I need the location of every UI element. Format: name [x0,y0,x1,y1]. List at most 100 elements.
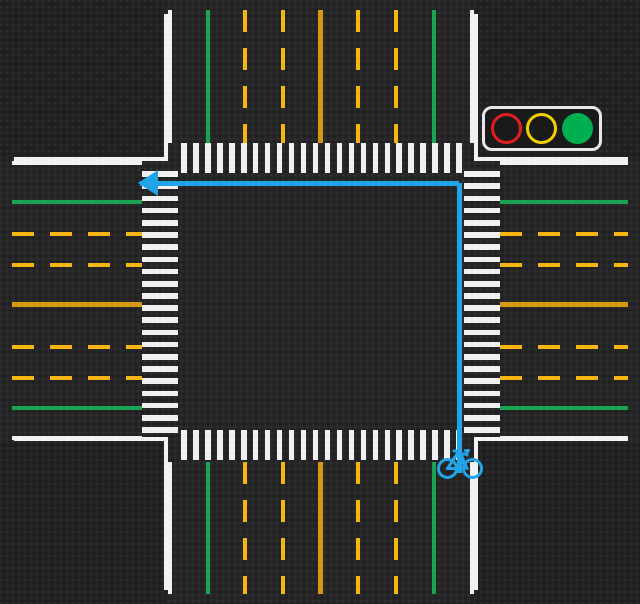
curb-southwest-v [164,441,168,590]
crosswalk-south-stripe [312,430,319,460]
traffic-light-yellow-lamp [526,113,558,144]
crosswalk-south-stripe [229,430,235,460]
crosswalk-north-stripe [432,143,438,173]
lane-dash-north-2 [356,10,360,143]
bike-lane-line-west-south [12,406,142,410]
lane-dash-south-3 [394,462,398,594]
crosswalk-east-stripe [464,280,500,287]
crosswalk-west-stripe [142,427,178,433]
crosswalk-east-stripe [464,293,500,299]
crosswalk-north-stripe [217,143,223,173]
bike-lane-line-east-north [500,200,628,204]
lane-dash-west-3 [12,376,142,380]
crosswalk-north-stripe [276,143,283,173]
edge-line-west-bottom [12,436,142,440]
curb-northwest-v [164,14,168,161]
crosswalk-north-stripe [372,143,379,173]
curb-southeast-v [474,441,478,590]
crosswalk-south-stripe [300,430,307,460]
crosswalk-north-stripe [193,143,199,173]
lane-dash-west-1 [12,263,142,267]
crosswalk-east-stripe [464,402,500,409]
crosswalk-west-stripe [142,414,178,421]
crosswalk-east-stripe [464,378,500,384]
crosswalk-south-stripe [408,430,414,460]
curb-northeast-h [474,157,628,161]
bike-lane-line-east-south [500,406,628,410]
bike-lane-line-west-north [12,200,142,204]
crosswalk-west-stripe [142,366,178,372]
crosswalk-west-stripe [142,207,178,214]
crosswalk-south-stripe [193,430,199,460]
crosswalk-south-stripe [420,430,426,460]
crosswalk-west-stripe [142,402,178,409]
lane-dash-north-1 [281,10,285,143]
crosswalk-north-stripe [252,143,259,173]
crosswalk-south-stripe [205,430,211,460]
crosswalk-west-stripe [142,232,178,238]
block-southeast [474,441,640,604]
traffic-signal[interactable] [482,106,602,151]
crosswalk-north-stripe [420,143,426,173]
crosswalk-east-stripe [464,329,500,336]
center-line-south [318,462,323,594]
crosswalk-north-stripe [348,143,355,173]
crosswalk-east-stripe [464,390,500,397]
crosswalk-north-stripe [324,143,331,173]
crosswalk-west-stripe [142,268,178,275]
crosswalk-south-stripe [444,430,450,460]
crosswalk-west-stripe [142,354,178,360]
lane-dash-south-1 [281,462,285,594]
crosswalk-west-stripe [142,220,178,226]
crosswalk-north-stripe [384,143,391,173]
crosswalk-south-stripe [264,430,271,460]
crosswalk-south [178,430,465,460]
crosswalk-north-stripe [360,143,367,173]
crosswalk-south-stripe [372,430,379,460]
crosswalk-north-stripe [241,143,247,173]
curb-northeast-v [474,14,478,161]
crosswalk-west-stripe [142,171,178,177]
lane-dash-east-0 [500,232,628,236]
crosswalk-east-stripe [464,195,500,202]
crosswalk-south-stripe [276,430,283,460]
crosswalk-east-stripe [464,171,500,177]
edge-line-south-left [168,462,172,594]
center-line-west [12,302,142,307]
bike-lane-line-north-west [206,10,210,143]
crosswalk-east-stripe [464,183,500,190]
lane-dash-south-0 [243,462,247,594]
lane-dash-north-0 [243,10,247,143]
crosswalk-east-stripe [464,305,500,311]
edge-line-east-bottom [500,436,628,440]
crosswalk-west-stripe [142,183,178,190]
bike-lane-line-south-east [432,462,436,594]
crosswalk-east [464,168,500,436]
edge-line-north-left [168,10,172,143]
crosswalk-south-stripe [384,430,391,460]
block-northwest [0,0,166,159]
crosswalk-east-stripe [464,366,500,372]
crosswalk-north-stripe [264,143,271,173]
crosswalk-east-stripe [464,414,500,421]
edge-line-west-top [12,161,142,165]
crosswalk-east-stripe [464,244,500,250]
crosswalk-north [178,143,465,173]
center-line-east [500,302,628,307]
crosswalk-east-stripe [464,256,500,263]
crosswalk-north-stripe [336,143,343,173]
crosswalk-north-stripe [205,143,211,173]
edge-line-north-right [470,10,474,143]
crosswalk-west-stripe [142,244,178,250]
route-arrowhead [138,170,158,196]
crosswalk-east-stripe [464,317,500,324]
crosswalk-south-stripe [360,430,367,460]
crosswalk-west-stripe [142,341,178,348]
edge-line-east-top [500,161,628,165]
bicycle-icon [437,449,483,479]
block-southwest [0,441,166,604]
bike-lane-line-north-east [432,10,436,143]
crosswalk-north-stripe [408,143,414,173]
lane-dash-south-2 [356,462,360,594]
